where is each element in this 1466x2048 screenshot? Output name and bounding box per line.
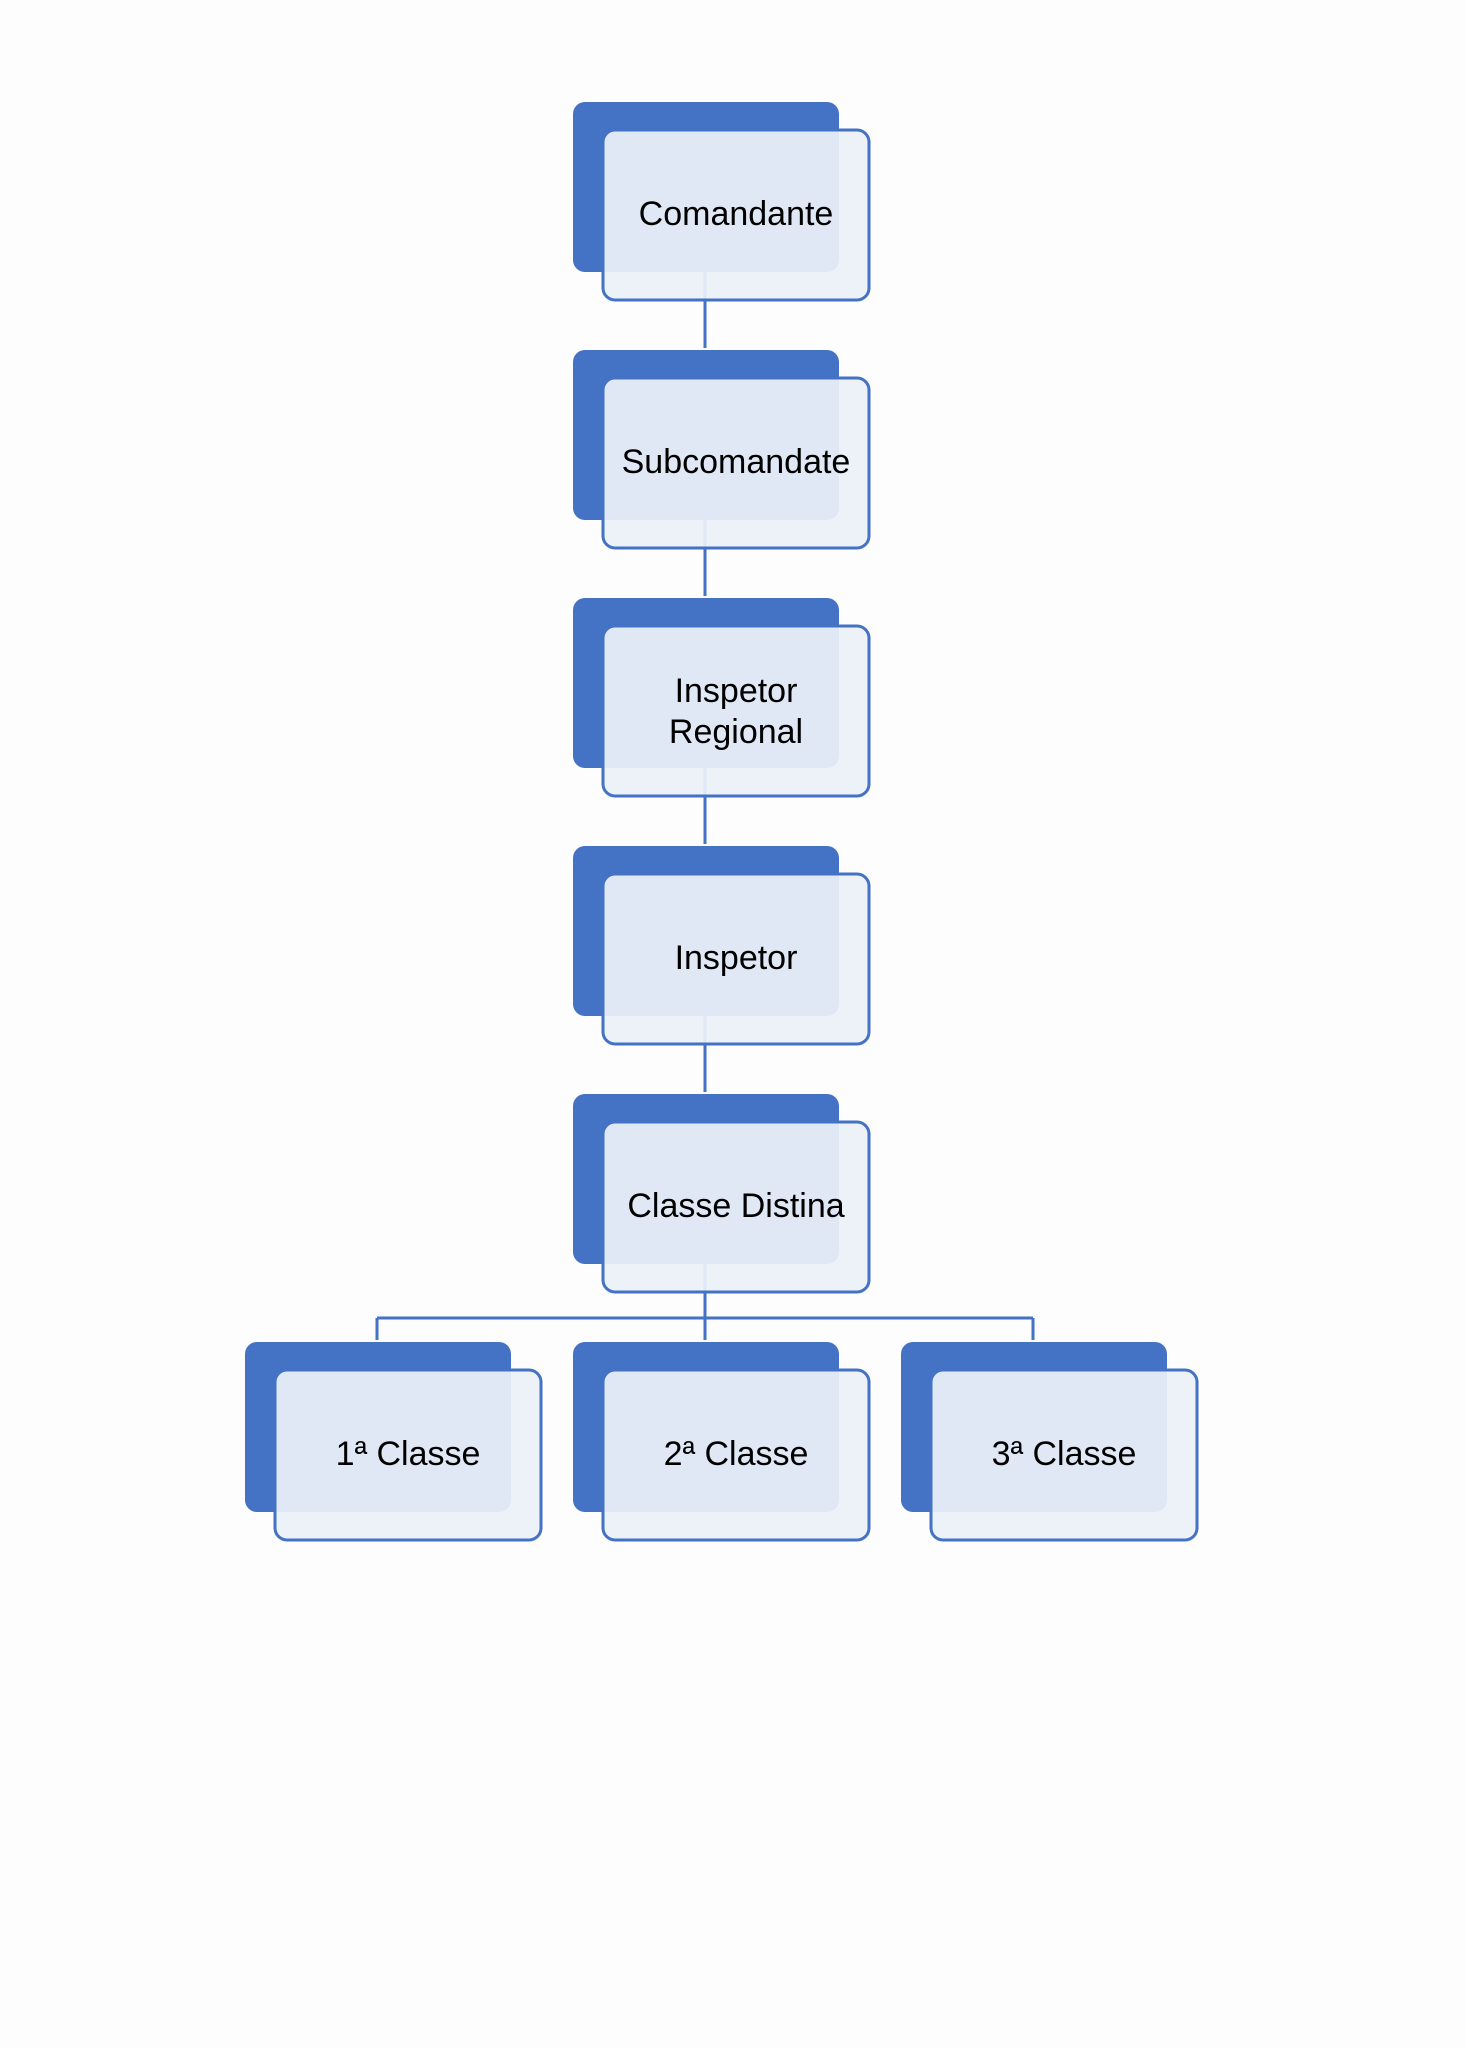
node-subcomandate-label: Subcomandate: [622, 443, 851, 481]
node-inspetor-regional-label-line-2: Regional: [669, 713, 803, 751]
node-inspetor-label: Inspetor: [675, 939, 798, 977]
node-3a-classe: 3ª Classe: [901, 1342, 1199, 1542]
node-3a-classe-card: [929, 1368, 1199, 1542]
node-comandante: Comandante: [573, 102, 871, 302]
node-classe-distina-label: Classe Distina: [627, 1187, 844, 1225]
node-2a-classe-label: 2ª Classe: [664, 1435, 809, 1473]
node-inspetor-regional-card: [601, 624, 871, 798]
node-3a-classe-label: 3ª Classe: [992, 1435, 1137, 1473]
node-1a-classe-label: 1ª Classe: [336, 1435, 481, 1473]
node-inspetor: Inspetor: [573, 846, 871, 1046]
node-inspetor-regional: Inspetor Regional: [573, 598, 871, 798]
node-comandante-card: [601, 128, 871, 302]
node-1a-classe-card: [273, 1368, 543, 1542]
node-subcomandate: Subcomandate: [573, 350, 871, 550]
node-subcomandate-card: [601, 376, 871, 550]
node-1a-classe: 1ª Classe: [245, 1342, 543, 1542]
node-2a-classe: 2ª Classe: [573, 1342, 871, 1542]
node-classe-distina-card: [601, 1120, 871, 1294]
node-inspetor-card: [601, 872, 871, 1046]
node-2a-classe-card: [601, 1368, 871, 1542]
node-inspetor-regional-label-line-1: Inspetor: [675, 672, 798, 710]
node-classe-distina: Classe Distina: [573, 1094, 871, 1294]
node-comandante-label: Comandante: [639, 195, 834, 233]
